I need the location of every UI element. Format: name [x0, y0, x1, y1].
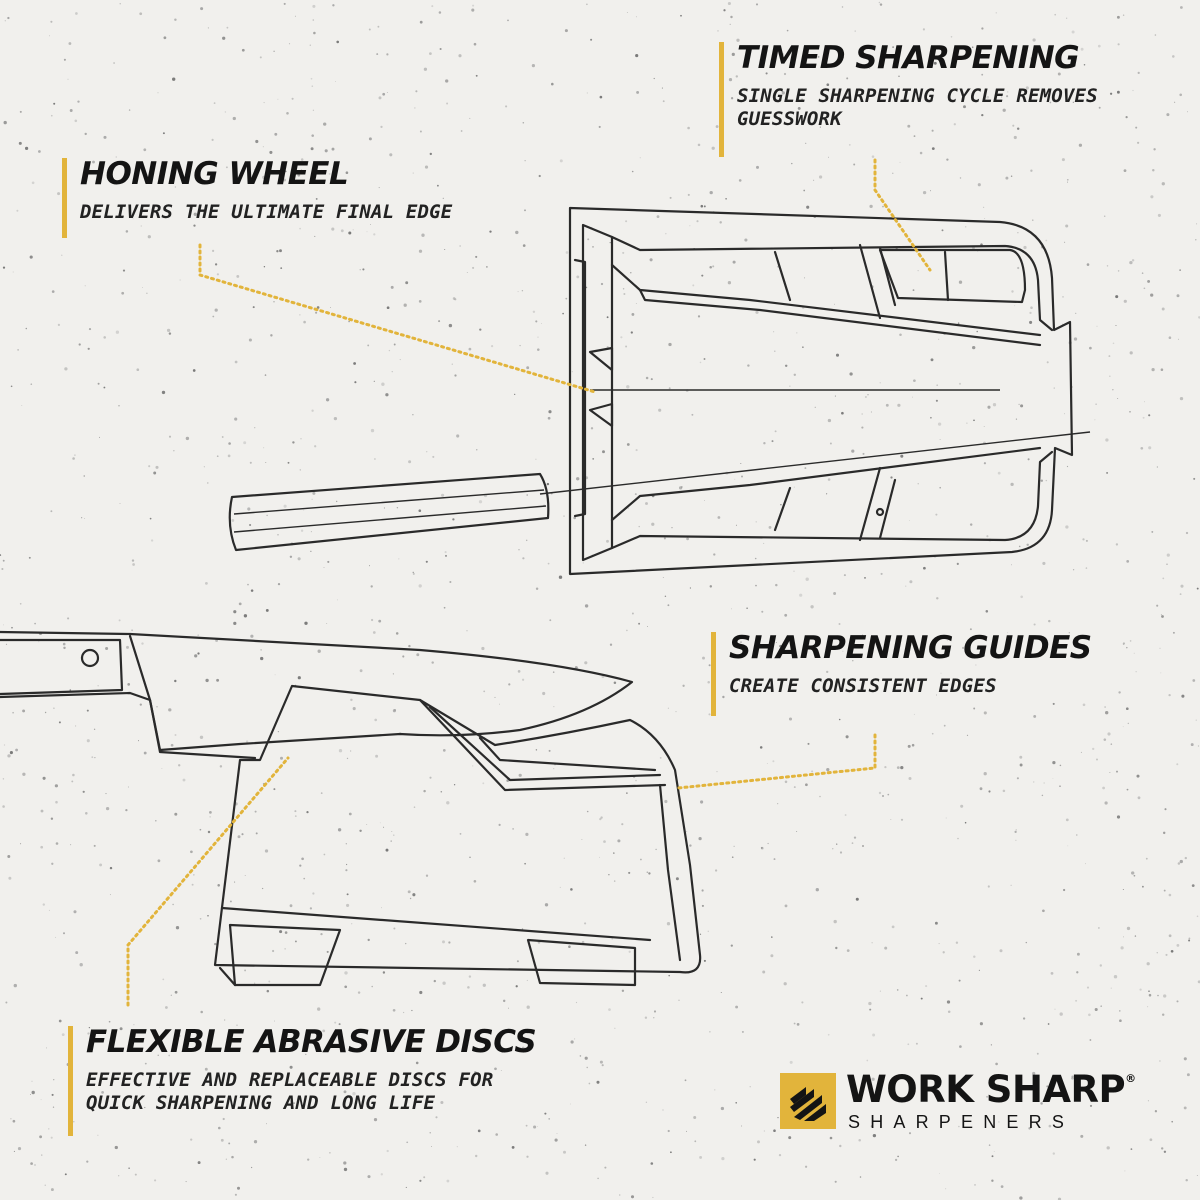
callout-description: DELIVERS THE ULTIMATE FINAL EDGE: [80, 200, 453, 223]
work-sharp-logo-icon: [780, 1073, 836, 1129]
callout-accent-bar: [62, 158, 67, 238]
callout-accent-bar: [711, 632, 716, 716]
callout-accent-bar: [719, 42, 724, 157]
brand-logo: WORK SHARP® SHARPENERS: [780, 1068, 1136, 1134]
leader-lines: [126, 158, 932, 1007]
callout-description: CREATE CONSISTENT EDGES: [729, 674, 997, 697]
sharpener-top-view: [228, 206, 1091, 576]
brand-name: WORK SHARP®: [846, 1068, 1136, 1111]
sharpener-side-view: [0, 630, 702, 987]
callout-title: FLEXIBLE ABRASIVE DISCS: [86, 1024, 537, 1060]
callout-timed-sharpening: TIMED SHARPENING SINGLE SHARPENING CYCLE…: [719, 42, 1157, 157]
callout-flexible-abrasive-discs: FLEXIBLE ABRASIVE DISCS EFFECTIVE AND RE…: [68, 1026, 586, 1136]
callout-title: SHARPENING GUIDES: [729, 630, 1092, 666]
callout-description: EFFECTIVE AND REPLACEABLE DISCS FOR QUIC…: [86, 1068, 494, 1114]
callout-accent-bar: [68, 1026, 73, 1136]
callout-title: TIMED SHARPENING: [737, 40, 1080, 76]
brand-name-text: WORK SHARP: [846, 1068, 1126, 1111]
brand-tagline: SHARPENERS: [848, 1112, 1075, 1132]
callout-description: SINGLE SHARPENING CYCLE REMOVES GUESSWOR…: [737, 84, 1098, 130]
callout-sharpening-guides: SHARPENING GUIDES CREATE CONSISTENT EDGE…: [711, 632, 1149, 716]
trademark-symbol: ®: [1125, 1072, 1136, 1085]
callout-title: HONING WHEEL: [80, 156, 349, 192]
callout-honing-wheel: HONING WHEEL DELIVERS THE ULTIMATE FINAL…: [62, 158, 500, 238]
